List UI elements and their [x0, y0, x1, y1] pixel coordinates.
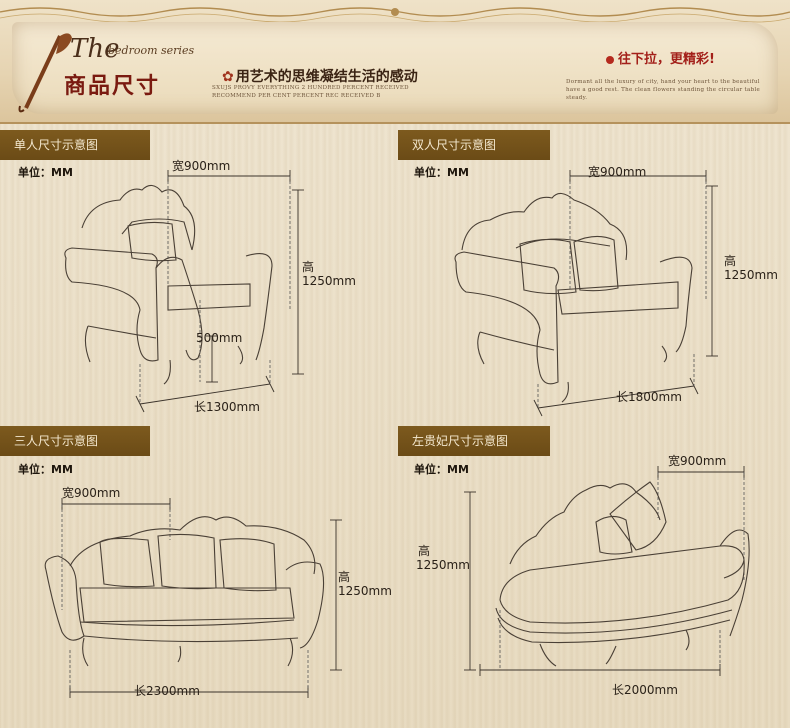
width-dimension-chaise: 宽900mm — [668, 454, 727, 468]
height-label-chaise: 高 — [418, 544, 431, 558]
height-label-single: 高 — [302, 260, 315, 274]
flower-icon: ✿ — [222, 69, 234, 85]
scroll-hint: 往下拉，更精彩! — [606, 48, 715, 67]
unit-label-chaise: 单位：MM — [414, 463, 469, 476]
tagline-text: 用艺术的思维凝结生活的感动 — [235, 69, 418, 85]
scroll-hint-subtext: Dormant all the luxury of city, hand you… — [566, 79, 761, 101]
width-dimension-triple: 宽900mm — [62, 486, 121, 500]
width-dimension-double: 宽900mm — [588, 165, 647, 179]
height-dimension-double: 1250mm — [724, 268, 778, 282]
brand-script-small: bedroom series — [108, 44, 195, 57]
tagline: ✿用艺术的思维凝结生活的感动 — [222, 66, 418, 86]
length-dimension-triple: 长2300mm — [134, 684, 200, 698]
panel-label-single: 单人尺寸示意图 — [0, 130, 150, 160]
brand-script: The — [70, 34, 120, 64]
unit-label-single: 单位：MM — [18, 166, 73, 179]
triple-sofa-drawing — [44, 498, 342, 698]
panel-label-double: 双人尺寸示意图 — [398, 130, 550, 160]
width-dimension-single: 宽900mm — [172, 159, 231, 173]
panel-label-chaise: 左贵妃尺寸示意图 — [398, 426, 550, 456]
height-dimension-single: 1250mm — [302, 274, 356, 288]
chaise-sofa-drawing — [464, 466, 750, 676]
single-sofa-drawing — [64, 170, 304, 413]
unit-label-triple: 单位：MM — [18, 463, 73, 476]
page-title: 商品尺寸 — [64, 73, 161, 99]
scroll-paper — [12, 22, 778, 114]
height-dimension-chaise: 1250mm — [416, 558, 470, 572]
length-dimension-chaise: 长2000mm — [612, 683, 678, 697]
scroll-hint-text: 往下拉，更精彩! — [618, 52, 715, 67]
tagline-subtext: SXUJS PROVY EVERYTHING 2 HUNDRED PERCENT… — [212, 85, 409, 99]
height-dimension-triple: 1250mm — [338, 584, 392, 598]
unit-label-double: 单位：MM — [414, 166, 469, 179]
double-sofa-drawing — [454, 170, 718, 417]
height-label-triple: 高 — [338, 570, 351, 584]
length-dimension-double: 长1800mm — [616, 390, 682, 404]
quill-icon — [18, 33, 72, 113]
length-dimension-single: 长1300mm — [194, 400, 260, 414]
header-banner: The bedroom series 商品尺寸 ✿用艺术的思维凝结生活的感动 S… — [0, 0, 790, 124]
dot-icon — [606, 55, 614, 64]
panel-label-triple: 三人尺寸示意图 — [0, 426, 150, 456]
height-label-double: 高 — [724, 254, 737, 268]
ornament-border — [0, 7, 790, 23]
depth-dimension-single: 500mm — [196, 331, 243, 345]
